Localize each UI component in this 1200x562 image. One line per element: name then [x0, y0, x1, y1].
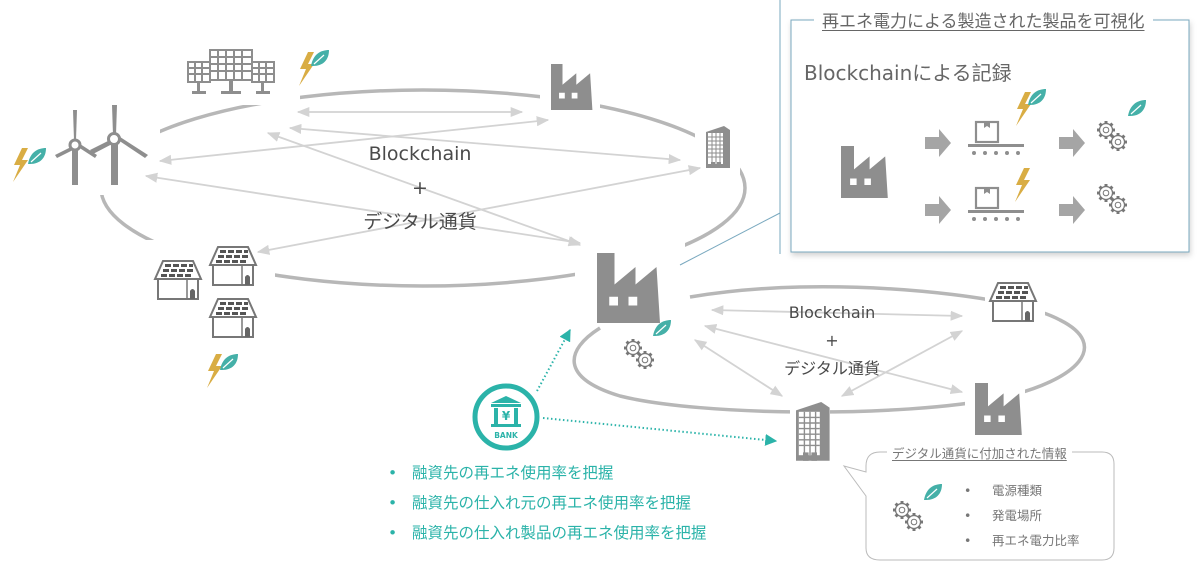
info-bubble-list: 電源種類 発電場所 再エネ電力比率: [964, 478, 1080, 553]
arrow-houses-building: [256, 165, 702, 255]
label-plus: +: [412, 177, 428, 199]
bank-label: BANK: [494, 431, 519, 440]
lightning-leaf-icon: [299, 49, 330, 86]
arrow-hub-house: [710, 305, 964, 321]
label-digital-currency: デジタル通貨: [363, 211, 477, 233]
callout-connector: [679, 212, 781, 266]
office-building-icon: [795, 401, 831, 462]
bank-benefits-list: 融資先の再エネ使用率を把握 融資先の仕入れ元の再エネ使用率を把握 融資先の仕入れ…: [388, 458, 707, 548]
sub-network-label: Blockchain + デジタル通貨: [757, 299, 907, 383]
main-network-arrows: [144, 106, 702, 255]
list-item: 再エネ電力比率: [964, 528, 1080, 553]
panel-subtitle: Blockchainによる記録: [804, 61, 1012, 85]
arrow-building-house: [840, 330, 964, 397]
bank-link-building: [542, 417, 778, 446]
arrow-hub-building: [693, 339, 784, 397]
office-building-icon: [705, 125, 731, 169]
label-blockchain: Blockchain: [788, 303, 876, 322]
solar-farm-icon: [187, 49, 275, 94]
bank-link-hub: [536, 328, 571, 392]
info-bubble-title: デジタル通貨に付加された情報: [887, 443, 1072, 462]
bank-yen-symbol: ¥: [502, 409, 511, 423]
list-item: 融資先の仕入れ元の再エネ使用率を把握: [388, 488, 707, 518]
list-item: 融資先の再エネ使用率を把握: [388, 458, 707, 488]
lightning-leaf-icon: [13, 147, 47, 182]
label-digital-currency: デジタル通貨: [784, 359, 880, 378]
label-blockchain: Blockchain: [368, 143, 472, 165]
panel-title: 再エネ電力による製造された製品を可視化: [814, 7, 1153, 32]
gears-icon: [624, 339, 654, 369]
main-network-label: Blockchain + デジタル通貨: [345, 137, 495, 239]
sub-network-arrows: [693, 305, 964, 397]
label-plus: +: [825, 331, 839, 350]
list-item: 融資先の仕入れ製品の再エネ使用率を把握: [388, 518, 707, 548]
sub-network-ellipse: [572, 285, 1087, 414]
lightning-leaf-icon: [207, 353, 239, 388]
list-item: 発電場所: [964, 503, 1080, 528]
wind-turbines-icon: [55, 105, 148, 185]
visualization-panel: [790, 19, 1190, 253]
bank-icon: ¥ BANK: [472, 383, 540, 451]
list-item: 電源種類: [964, 478, 1080, 503]
